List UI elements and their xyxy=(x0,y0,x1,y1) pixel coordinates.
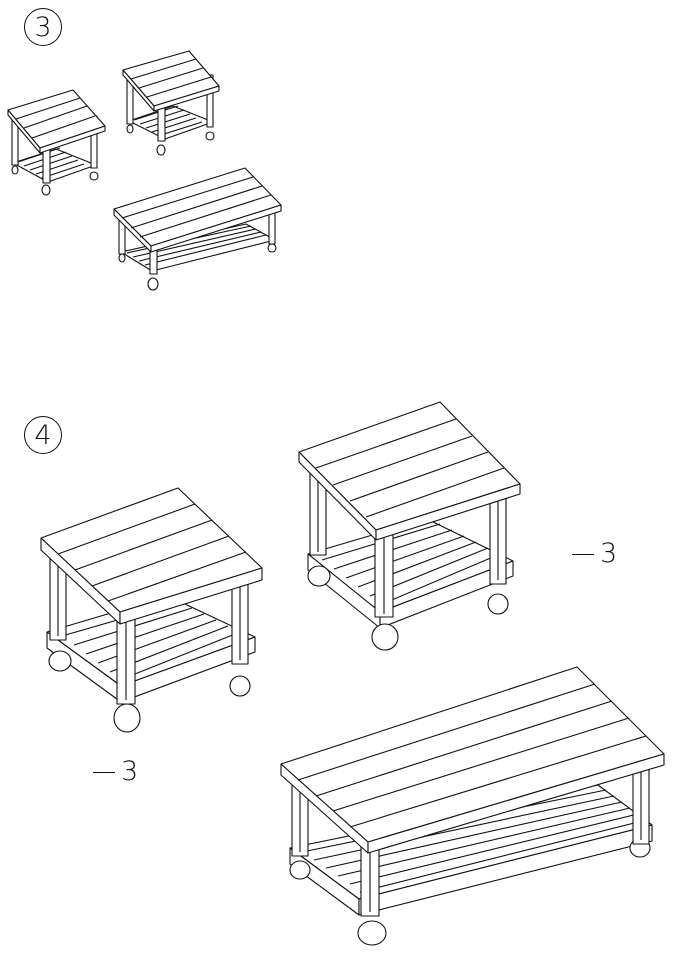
callout-dash xyxy=(93,772,115,773)
step-3-number-badge: 3 xyxy=(24,8,62,46)
quantity-value: 3 xyxy=(600,538,618,569)
step-3-end-table-left xyxy=(7,89,106,196)
step-4-number: 4 xyxy=(34,419,52,451)
step-3-number: 3 xyxy=(34,11,52,43)
callout-dash xyxy=(572,554,594,555)
quantity-callout-right: 3 xyxy=(572,540,617,567)
quantity-callout-left: 3 xyxy=(93,758,138,785)
step-4-end-table-left xyxy=(40,487,263,733)
step-4-number-badge: 4 xyxy=(24,416,62,454)
step-3-coffee-table xyxy=(113,167,282,291)
step-4-coffee-table xyxy=(280,666,665,946)
step-4-end-table-right xyxy=(298,401,521,651)
step-3-end-table-right xyxy=(122,50,220,156)
quantity-value: 3 xyxy=(121,756,139,787)
